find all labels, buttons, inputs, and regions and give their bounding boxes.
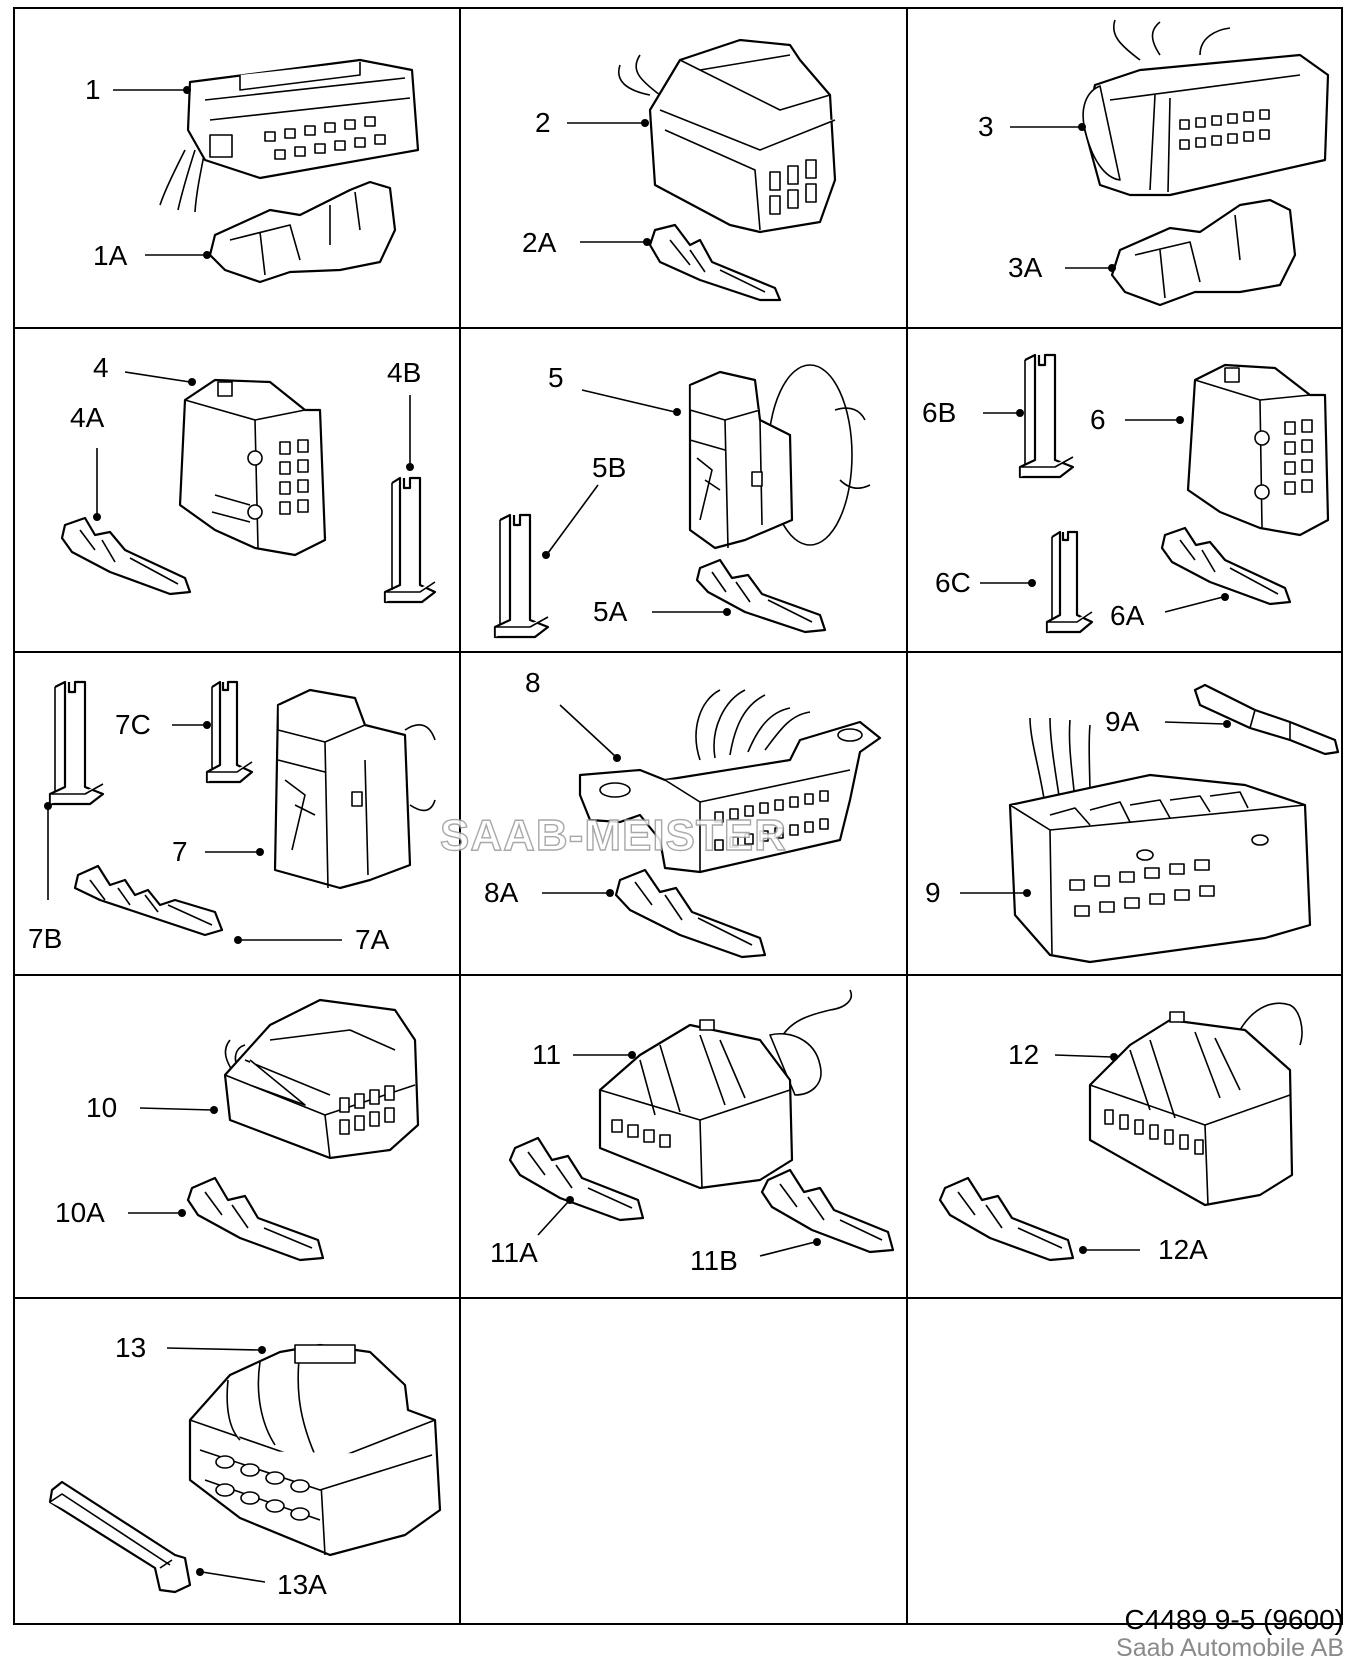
- terminal-3a: [1110, 198, 1297, 307]
- label-6: 6: [1090, 404, 1106, 435]
- leader-lines: [44, 86, 1231, 1583]
- connector-1: [159, 58, 420, 213]
- label-5b: 5B: [592, 452, 626, 483]
- terminal-2a: [648, 223, 782, 302]
- manufacturer-credit: Saab Automobile AB: [1116, 1634, 1344, 1662]
- connector-4: [178, 378, 327, 557]
- label-6a: 6A: [1110, 600, 1145, 631]
- label-12a: 12A: [1158, 1234, 1208, 1265]
- terminal-11b: [760, 1168, 895, 1254]
- label-5: 5: [548, 362, 564, 393]
- label-13: 13: [115, 1332, 146, 1363]
- connector-6: [1186, 363, 1330, 537]
- terminal-9a: [1193, 683, 1340, 756]
- label-7c: 7C: [115, 709, 151, 740]
- label-4b: 4B: [387, 357, 421, 388]
- terminal-12a: [938, 1176, 1075, 1262]
- terminal-11a: [508, 1136, 645, 1222]
- label-7a: 7A: [355, 924, 390, 955]
- connector-8: [578, 689, 882, 874]
- label-7b: 7B: [28, 923, 62, 954]
- label-4a: 4A: [70, 402, 105, 433]
- label-11a: 11A: [490, 1237, 538, 1268]
- label-10: 10: [86, 1092, 117, 1123]
- lock-7b: [48, 680, 105, 806]
- label-4: 4: [93, 352, 109, 383]
- figure-code: C4489 9-5 (9600): [1124, 1604, 1344, 1635]
- label-13a: 13A: [277, 1569, 327, 1600]
- connector-7: [273, 688, 436, 890]
- label-8a: 8A: [484, 877, 519, 908]
- connector-5: [688, 364, 871, 550]
- label-8: 8: [525, 667, 541, 698]
- terminal-4a: [60, 516, 192, 596]
- lock-6c: [1045, 530, 1094, 634]
- watermark: SAAB-MEISTER: [440, 811, 787, 860]
- terminal-8a: [614, 868, 767, 959]
- terminal-7a: [73, 864, 224, 937]
- label-1a: 1A: [93, 240, 128, 271]
- terminal-5a: [695, 558, 827, 634]
- label-9: 9: [925, 877, 941, 908]
- part-labels: 1 1A 2 2A 3 3A 4 4A 4B 5 5B 5A 6B 6 6C 6…: [28, 74, 1208, 1600]
- terminal-1a: [208, 180, 397, 284]
- lock-13a: [48, 1480, 192, 1594]
- panel-grid: [13, 7, 1343, 1625]
- label-2a: 2A: [522, 227, 557, 258]
- label-5a: 5A: [593, 596, 628, 627]
- label-9a: 9A: [1105, 706, 1140, 737]
- label-1: 1: [85, 74, 101, 105]
- lock-5b: [493, 513, 550, 639]
- label-10a: 10A: [55, 1197, 105, 1228]
- connector-2: [618, 38, 837, 234]
- connector-12: [1088, 1002, 1303, 1207]
- connector-10: [223, 998, 420, 1160]
- label-3a: 3A: [1008, 252, 1043, 283]
- label-6c: 6C: [935, 567, 971, 598]
- connector-13: [188, 1343, 442, 1557]
- lock-6b: [1018, 353, 1075, 479]
- label-7: 7: [172, 836, 188, 867]
- lock-4b: [383, 476, 437, 604]
- label-11b: 11B: [690, 1245, 738, 1276]
- label-2: 2: [535, 107, 551, 138]
- terminal-6a: [1160, 526, 1292, 606]
- terminal-10a: [186, 1176, 325, 1262]
- connector-3: [1082, 19, 1330, 197]
- label-3: 3: [978, 111, 994, 142]
- label-12: 12: [1008, 1039, 1039, 1070]
- connector-9: [1008, 717, 1312, 964]
- label-11: 11: [532, 1039, 561, 1070]
- lock-7c: [205, 680, 254, 784]
- label-6b: 6B: [922, 397, 956, 428]
- connector-11: [598, 989, 852, 1190]
